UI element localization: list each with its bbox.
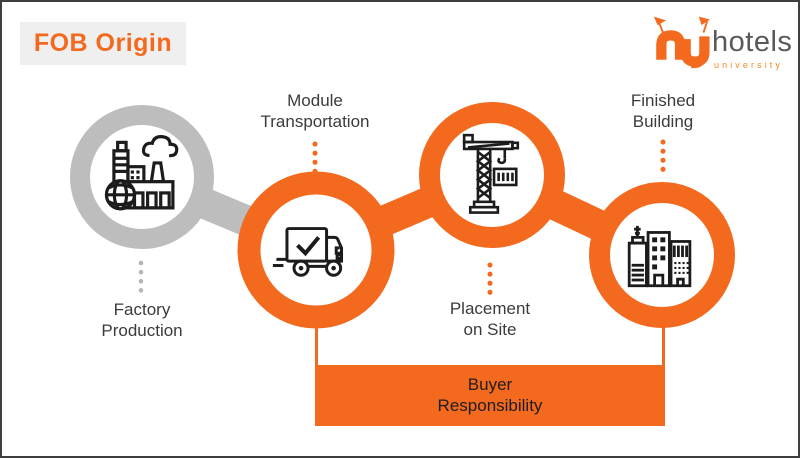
factory-icon [104, 135, 179, 211]
label-module-transportation: Module Transportation [260, 91, 370, 132]
logo-subname: university [714, 60, 784, 70]
ring-truck [237, 171, 395, 329]
truck-icon [272, 227, 344, 277]
buyer-responsibility-bar: Buyer Responsibility [315, 365, 665, 426]
label-placement-on-site: Placement on Site [449, 299, 531, 340]
hu-monogram-icon [653, 16, 710, 69]
logo-name: hotels [712, 26, 793, 58]
logo: hotels university [652, 12, 792, 70]
crane-icon [462, 133, 520, 214]
title-box: FOB Origin [20, 22, 186, 65]
ring-crane [419, 102, 565, 248]
building-icon [627, 225, 692, 288]
page-title: FOB Origin [33, 29, 173, 57]
logo-text: hotels university [712, 12, 793, 71]
label-finished-building: Finished Building [630, 91, 696, 132]
label-factory-production: Factory Production [101, 300, 183, 341]
